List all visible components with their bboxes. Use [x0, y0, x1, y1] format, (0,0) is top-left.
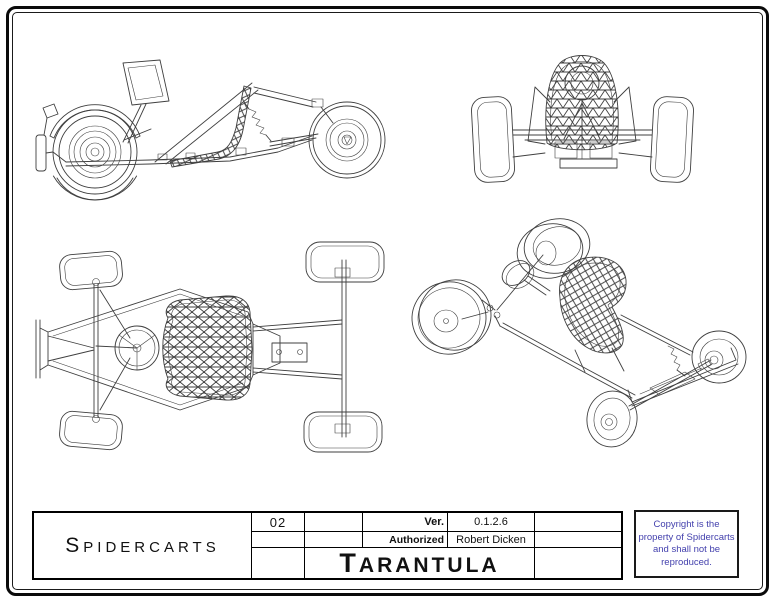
authorized-label-cell: Authorized	[363, 532, 448, 548]
model-name-cell: TARANTULA	[305, 548, 535, 578]
sheet-number-cell: 02	[252, 513, 305, 532]
copyright-line: property of Spidercarts	[638, 531, 735, 543]
seat-top	[162, 295, 253, 401]
right-wheel	[649, 96, 694, 183]
authorized-value: Robert Dicken	[456, 533, 526, 546]
frame	[461, 254, 739, 411]
rear-left-wheel	[305, 241, 385, 283]
seat-side	[169, 85, 252, 168]
empty-cell	[535, 532, 621, 548]
front-left-wheel	[59, 250, 123, 291]
copyright-line: reproduced.	[661, 556, 712, 568]
isometric-view-drawing	[411, 218, 747, 448]
rear-right-wheel	[691, 330, 747, 384]
steering-wheel	[501, 260, 551, 296]
seat	[559, 256, 627, 354]
company-name: SPIDERCARTS	[65, 533, 220, 557]
rear-left-wheel	[586, 390, 638, 448]
copyright-line: Copyright is the	[653, 519, 720, 530]
empty-cell	[535, 513, 621, 532]
title-block: SPIDERCARTS 02 Ver. 0.1.2.6 Authorized R…	[32, 511, 623, 580]
authorized-label: Authorized	[389, 533, 444, 546]
rear-right-wheel	[303, 411, 383, 453]
version-value-cell: 0.1.2.6	[448, 513, 535, 532]
front-view-drawing	[471, 55, 694, 183]
steering-wheel	[114, 325, 160, 371]
sheet-number: 02	[269, 514, 287, 530]
sheet-border-outer	[6, 6, 769, 596]
empty-cell	[535, 548, 621, 578]
company-name-cell: SPIDERCARTS	[34, 513, 252, 578]
front-left-wheel	[411, 279, 492, 355]
steering-wheel	[122, 59, 170, 144]
empty-cell	[252, 532, 305, 548]
front-right-wheel	[516, 218, 591, 279]
rear-wheel	[308, 101, 386, 179]
version-label-cell: Ver.	[363, 513, 448, 532]
version-value: 0.1.2.6	[474, 516, 508, 528]
authorized-value-cell: Robert Dicken	[448, 532, 535, 548]
model-name: TARANTULA	[339, 548, 500, 578]
front-wheel	[49, 104, 141, 201]
empty-cell	[305, 513, 363, 532]
seat-back	[527, 55, 637, 151]
frame	[52, 82, 334, 167]
sheet-border-inner	[12, 12, 763, 590]
copyright-notice: Copyright is the property of Spidercarts…	[634, 510, 739, 578]
front-right-wheel	[59, 410, 123, 451]
left-wheel	[471, 96, 516, 183]
empty-cell	[305, 532, 363, 548]
version-label: Ver.	[424, 516, 444, 528]
tow-hitch	[35, 103, 59, 172]
top-view-drawing	[35, 241, 385, 453]
empty-cell	[252, 548, 305, 578]
side-view-drawing	[35, 59, 386, 201]
copyright-line: and shall not be	[652, 544, 721, 555]
